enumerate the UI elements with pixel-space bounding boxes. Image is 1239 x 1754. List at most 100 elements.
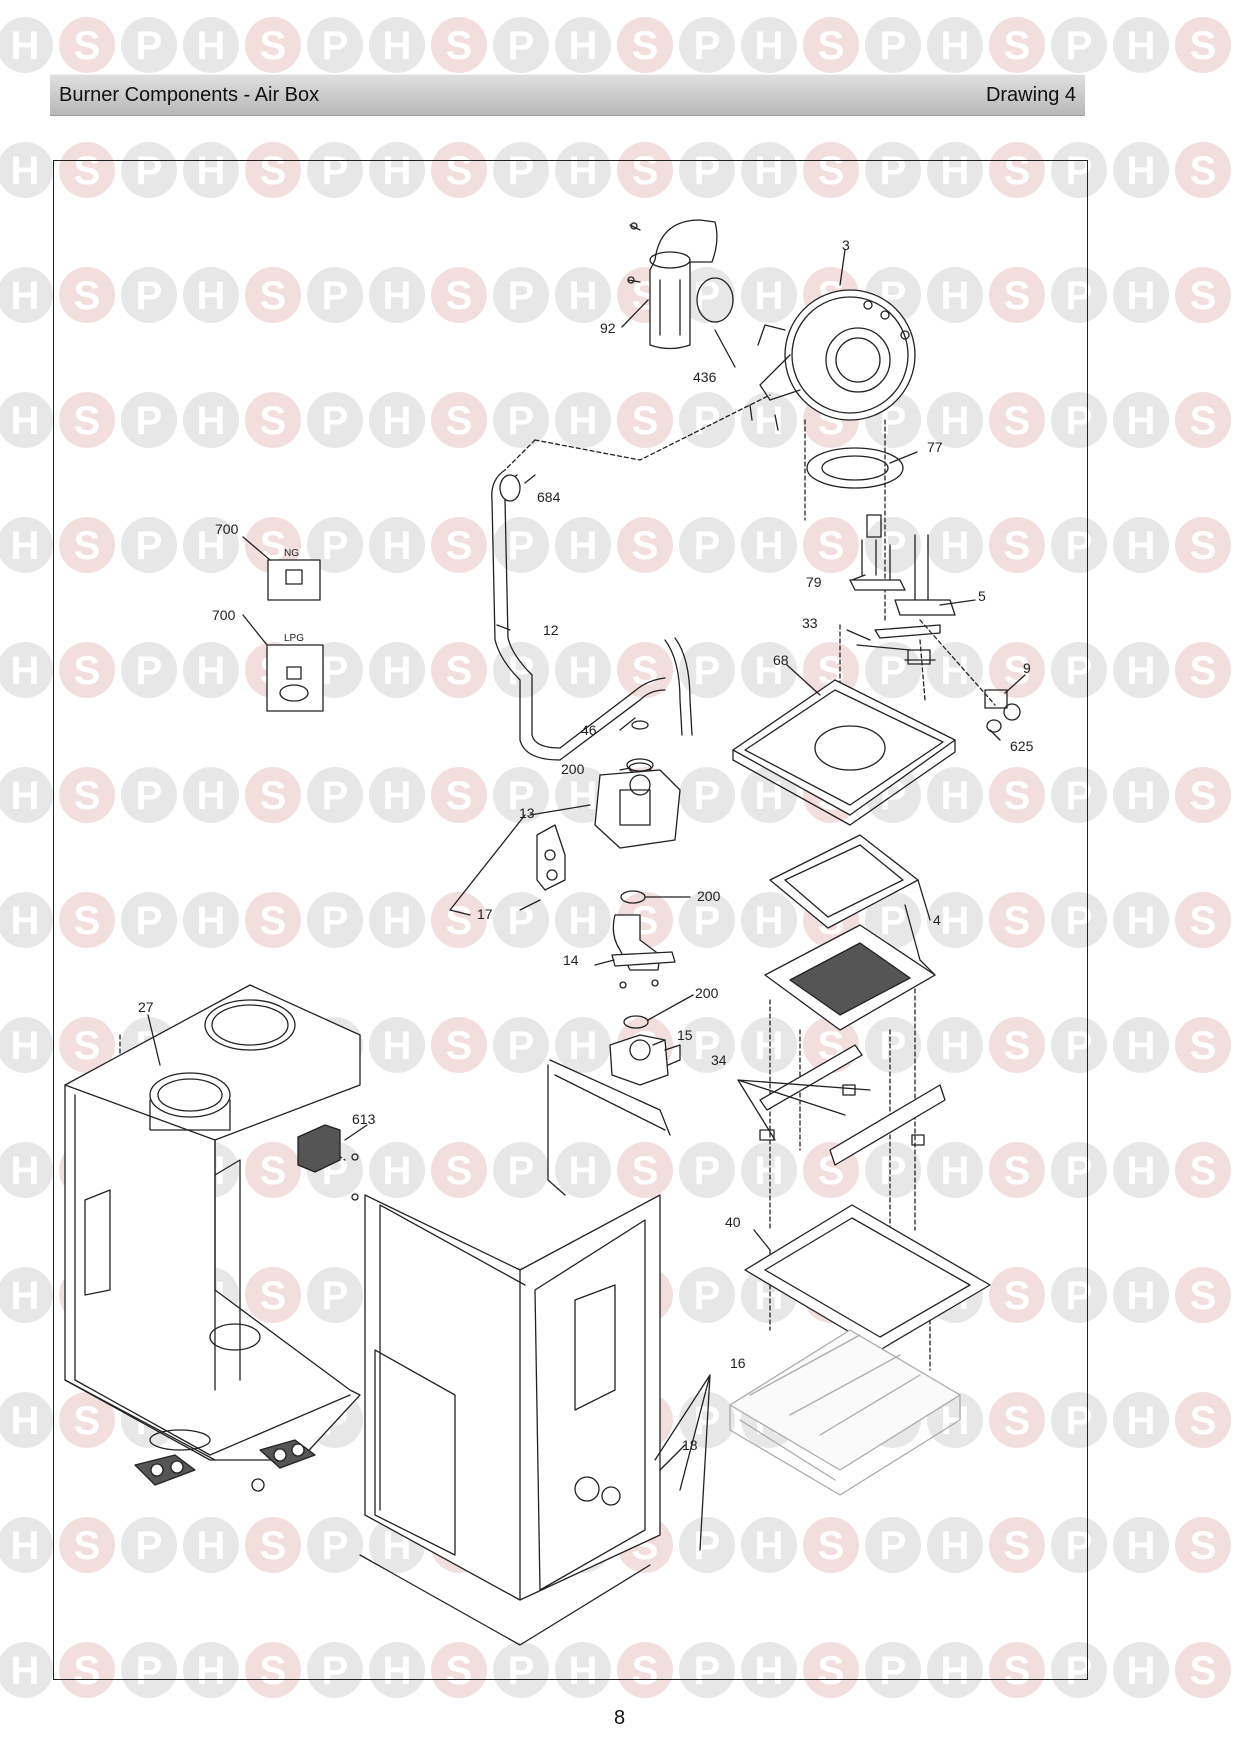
watermark-circle [121, 642, 177, 698]
watermark-circle [493, 1642, 549, 1698]
watermark-letter: S [1190, 899, 1217, 943]
watermark-letter: H [11, 1524, 40, 1568]
watermark-letter: P [136, 649, 163, 693]
watermark-letter: H [1127, 1524, 1156, 1568]
watermark-letter: H [569, 399, 598, 443]
watermark-letter: P [322, 524, 349, 568]
part-label-684: 684 [537, 489, 561, 505]
watermark-letter: P [322, 649, 349, 693]
watermark-circle [1051, 1392, 1107, 1448]
watermark-circle [1113, 1267, 1169, 1323]
watermark-letter: S [446, 24, 473, 68]
watermark-circle [679, 1517, 735, 1573]
watermark-circle [865, 892, 921, 948]
watermark-circle [617, 392, 673, 448]
watermark-letter: S [1190, 149, 1217, 193]
watermark-circle [59, 142, 115, 198]
watermark-circle [245, 1517, 301, 1573]
watermark-letter: P [694, 524, 721, 568]
watermark-circle [865, 17, 921, 73]
watermark-circle [493, 1017, 549, 1073]
watermark-circle [1113, 767, 1169, 823]
watermark-circle [617, 517, 673, 573]
watermark-letter: S [1190, 274, 1217, 318]
watermark-letter: S [1004, 899, 1031, 943]
watermark-circle [431, 392, 487, 448]
part-label-46: 46 [581, 722, 597, 738]
watermark-letter: S [632, 524, 659, 568]
watermark-letter: H [755, 24, 784, 68]
watermark-circle [1113, 1142, 1169, 1198]
watermark-circle [1175, 1267, 1231, 1323]
watermark-circle [369, 642, 425, 698]
watermark-circle [59, 1517, 115, 1573]
watermark-letter: P [136, 524, 163, 568]
watermark-circle [865, 642, 921, 698]
watermark-letter: S [74, 1024, 101, 1068]
watermark-circle [741, 517, 797, 573]
part-label-613: 613 [352, 1111, 376, 1127]
watermark-letter: H [11, 149, 40, 193]
watermark-circle [245, 767, 301, 823]
watermark-letter: H [569, 774, 598, 818]
watermark-circle [865, 142, 921, 198]
watermark-letter: S [1004, 1399, 1031, 1443]
watermark-circle [1113, 392, 1169, 448]
part-label-3: 3 [842, 237, 850, 253]
watermark-letter: H [1127, 1649, 1156, 1693]
watermark-circle [555, 1017, 611, 1073]
watermark-letter: H [941, 24, 970, 68]
watermark-circle [183, 767, 239, 823]
watermark-letter: H [11, 1274, 40, 1318]
watermark-letter: H [197, 24, 226, 68]
watermark-letter: P [136, 899, 163, 943]
watermark-circle [803, 517, 859, 573]
watermark-letter: H [941, 274, 970, 318]
watermark-letter: H [755, 774, 784, 818]
part-label-16: 16 [730, 1355, 746, 1371]
watermark-circle [431, 642, 487, 698]
watermark-letter: P [694, 24, 721, 68]
watermark-circle [1175, 142, 1231, 198]
watermark-circle [1175, 392, 1231, 448]
watermark-circle [1113, 267, 1169, 323]
watermark-letter: P [508, 899, 535, 943]
watermark-circle [0, 642, 53, 698]
conversion-kit-lpg [266, 644, 324, 712]
watermark-letter: H [383, 1024, 412, 1068]
watermark-letter: S [74, 1399, 101, 1443]
watermark-letter: H [755, 399, 784, 443]
page-header: Burner Components - Air Box Drawing 4 [50, 74, 1085, 116]
watermark-letter: S [632, 1149, 659, 1193]
watermark-circle [865, 1642, 921, 1698]
watermark-circle [307, 17, 363, 73]
watermark-circle [989, 892, 1045, 948]
watermark-circle [679, 17, 735, 73]
watermark-letter: H [1127, 1274, 1156, 1318]
watermark-letter: S [1004, 649, 1031, 693]
watermark-letter: H [569, 24, 598, 68]
watermark-circle [679, 642, 735, 698]
watermark-circle [0, 142, 53, 198]
watermark-letter: S [1190, 649, 1217, 693]
watermark-circle [307, 1642, 363, 1698]
watermark-letter: P [694, 1649, 721, 1693]
part-label-34: 34 [711, 1052, 727, 1068]
watermark-letter: H [1127, 774, 1156, 818]
watermark-letter: H [1127, 1024, 1156, 1068]
watermark-letter: P [136, 774, 163, 818]
watermark-circle [59, 267, 115, 323]
watermark-circle [245, 392, 301, 448]
watermark-letter: P [880, 649, 907, 693]
watermark-letter: H [569, 1149, 598, 1193]
part-label-40: 40 [725, 1214, 741, 1230]
watermark-circle [1113, 17, 1169, 73]
watermark-letter: S [446, 274, 473, 318]
watermark-circle [121, 142, 177, 198]
watermark-circle [1175, 1517, 1231, 1573]
watermark-letter: S [1190, 1274, 1217, 1318]
watermark-letter: P [694, 1274, 721, 1318]
watermark-letter: P [880, 524, 907, 568]
watermark-circle [431, 767, 487, 823]
watermark-circle [431, 517, 487, 573]
